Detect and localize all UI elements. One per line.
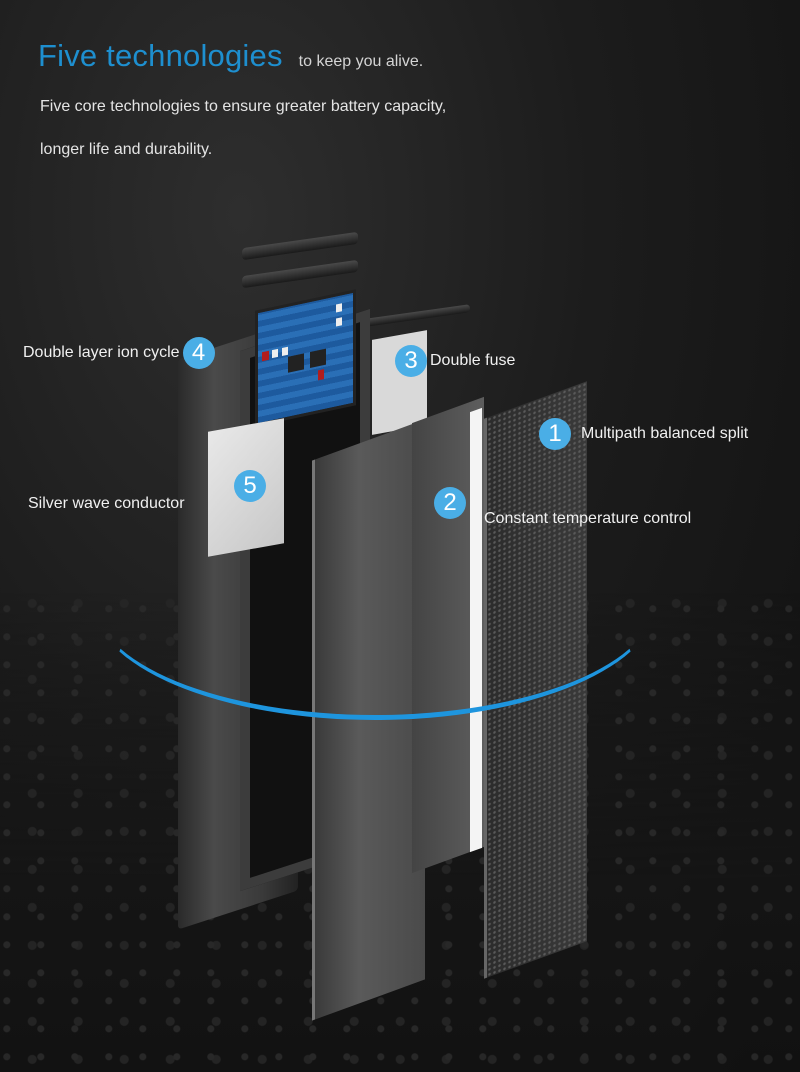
badge-4: 4 bbox=[182, 337, 215, 369]
top-bar-1 bbox=[242, 231, 358, 261]
callout-label-1: Multipath balanced split bbox=[581, 425, 749, 442]
page-title: Five technologies bbox=[38, 38, 283, 73]
callout-label-4: Double layer ion cycle bbox=[23, 344, 180, 361]
callout-3: 3 Double fuse bbox=[395, 345, 515, 377]
callout-4: Double layer ion cycle 4 bbox=[23, 337, 215, 369]
circuit-board bbox=[255, 289, 356, 427]
callout-label-5: Silver wave conductor bbox=[28, 495, 185, 512]
top-bar-2 bbox=[242, 259, 358, 289]
description-line-1: Five core technologies to ensure greater… bbox=[40, 98, 447, 115]
top-bar-3 bbox=[358, 304, 470, 328]
badge-2: 2 bbox=[434, 487, 466, 519]
blue-orbit-ring bbox=[92, 480, 658, 720]
callout-label-3: Double fuse bbox=[430, 352, 516, 369]
callout-1: 1 Multipath balanced split bbox=[539, 418, 748, 450]
badge-5: 5 bbox=[234, 470, 266, 502]
callout-label-2: Constant temperature control bbox=[484, 510, 692, 527]
description-line-2: longer life and durability. bbox=[40, 141, 213, 158]
badge-1: 1 bbox=[539, 418, 571, 450]
badge-3: 3 bbox=[395, 345, 427, 377]
page-subtitle: to keep you alive. bbox=[298, 53, 424, 70]
header: Five technologies to keep you alive. bbox=[38, 38, 423, 74]
